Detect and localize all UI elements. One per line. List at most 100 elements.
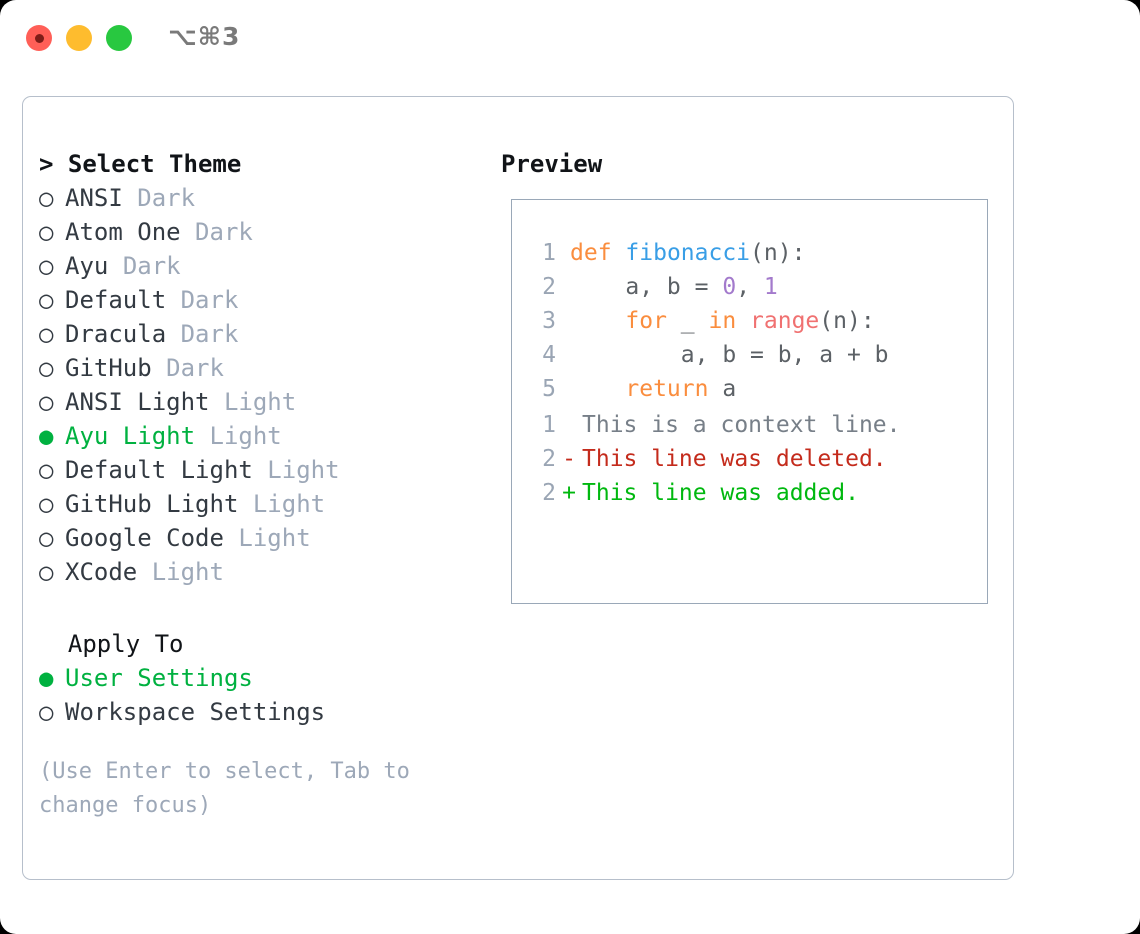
code-line: 1 def fibonacci(n): (526, 236, 889, 270)
apply-to-option-list: ● User Settings ○Workspace Settings (39, 661, 469, 729)
radio-unselected-icon: ○ (39, 698, 54, 726)
diff-sample: 1 This is a context line.2-This line was… (526, 408, 901, 510)
diff-sign-marker (556, 408, 582, 442)
code-line-number: 1 (542, 240, 556, 266)
preview-heading: Preview (501, 150, 603, 178)
theme-option-ansi-light[interactable]: ○ ANSI Light Light (39, 385, 469, 419)
code-line: 2 a, b = 0, 1 (526, 270, 889, 304)
code-token-pl (736, 308, 750, 334)
theme-option-label: GitHub Light (65, 490, 239, 518)
code-line-number: 4 (542, 342, 556, 368)
diff-line-number: 1 (542, 412, 556, 438)
code-line-number: 3 (542, 308, 556, 334)
theme-option-label: Google Code (65, 524, 224, 552)
theme-option-xcode[interactable]: ○ XCode Light (39, 555, 469, 589)
theme-option-tag: Dark (180, 286, 239, 314)
code-token-num: 1 (763, 274, 778, 300)
minimize-window-button[interactable] (66, 25, 92, 51)
code-line-number: 5 (542, 376, 556, 402)
apply-to-heading-text: Apply To (67, 630, 184, 658)
title-bar: ⌥⌘3 (0, 0, 1140, 78)
hint-gap (39, 729, 469, 755)
diff-line-ctx: 1 This is a context line. (526, 408, 901, 442)
theme-option-ayu-light[interactable]: ● Ayu Light Light (39, 419, 469, 453)
theme-option-default[interactable]: ○Default Dark (39, 283, 469, 317)
theme-option-tag: Light (252, 490, 326, 518)
diff-line-text: This line was added. (582, 480, 859, 506)
diff-sign-marker: + (562, 480, 576, 506)
radio-unselected-icon: ○ (39, 252, 54, 280)
theme-option-tag: Dark (122, 252, 181, 280)
close-window-button[interactable] (26, 25, 52, 51)
code-token-pl: , (736, 274, 764, 300)
theme-option-ansi[interactable]: ○ ANSI Dark (39, 181, 469, 215)
main-panel: > Select Theme ○ANSI Dark○Atom One Dark○… (22, 96, 1014, 880)
apply-to-option-workspace-settings[interactable]: ○Workspace Settings (39, 695, 469, 729)
theme-option-label: ANSI (65, 184, 123, 212)
zoom-window-button[interactable] (106, 25, 132, 51)
theme-option-tag: Dark (195, 218, 253, 246)
code-line: 4 a, b = b, a + b (526, 338, 889, 372)
code-token-var: _ (666, 308, 709, 334)
theme-option-label: Default Light (65, 456, 253, 484)
radio-unselected-icon: ○ (39, 286, 54, 314)
diff-line-text: This line was deleted. (582, 446, 887, 472)
code-token-kw: return (625, 376, 709, 402)
theme-option-label: XCode (65, 558, 138, 586)
radio-selected-icon: ● (39, 422, 54, 450)
theme-option-ayu[interactable]: ○ Ayu Dark (39, 249, 469, 283)
radio-unselected-icon: ○ (39, 184, 54, 212)
theme-option-label: Atom One (65, 218, 181, 246)
theme-option-dracula[interactable]: ○ Dracula Dark (39, 317, 469, 351)
theme-option-tag: Light (151, 558, 224, 586)
theme-option-tag: Dark (137, 184, 196, 212)
code-token-var: a, b = (570, 274, 723, 300)
code-token-fn: fibonacci (625, 240, 751, 266)
select-theme-heading: > Select Theme (39, 147, 469, 181)
theme-option-google-code[interactable]: ○ Google Code Light (39, 521, 469, 555)
theme-option-default-light[interactable]: ○ Default Light Light (39, 453, 469, 487)
diff-line-del: 2-This line was deleted. (526, 442, 901, 476)
code-line-number: 2 (542, 274, 556, 300)
radio-unselected-icon: ○ (39, 558, 54, 586)
diff-line-text: This is a context line. (582, 412, 901, 438)
theme-option-github-light[interactable]: ○GitHub Light Light (39, 487, 469, 521)
section-gap (39, 589, 469, 627)
apply-to-option-label: User Settings (65, 664, 253, 692)
theme-option-tag: Light (267, 456, 340, 484)
radio-unselected-icon: ○ (39, 320, 54, 348)
code-token-pl (570, 308, 625, 334)
theme-picker-column: > Select Theme ○ANSI Dark○Atom One Dark○… (39, 147, 469, 823)
radio-unselected-icon: ○ (39, 388, 54, 416)
theme-option-label: Ayu (65, 252, 109, 280)
theme-option-tag: Light (238, 524, 311, 552)
diff-line-number: 2 (542, 446, 556, 472)
theme-option-tag: Dark (180, 320, 239, 348)
code-line: 3 for _ in range(n): (526, 304, 889, 338)
code-token-kw: for (625, 308, 667, 334)
theme-option-tag: Light (209, 422, 282, 450)
radio-unselected-icon: ○ (39, 456, 54, 484)
code-token-kw: def (570, 240, 612, 266)
select-theme-heading-prefix: > (39, 150, 68, 178)
theme-option-github[interactable]: ○GitHub Dark (39, 351, 469, 385)
theme-option-label: Ayu Light (65, 422, 196, 450)
keyboard-hint-text: (Use Enter to select, Tab to change focu… (39, 759, 424, 818)
window-shortcut-label: ⌥⌘3 (168, 22, 241, 51)
code-token-pl (612, 240, 626, 266)
code-token-bi: range (750, 308, 820, 334)
code-token-pl: (n): (750, 240, 806, 266)
theme-option-label: Dracula (65, 320, 167, 348)
apply-to-option-user-settings[interactable]: ● User Settings (39, 661, 469, 695)
code-token-var: a, b = b, a + b (570, 342, 889, 368)
theme-option-atom-one[interactable]: ○Atom One Dark (39, 215, 469, 249)
code-token-var: a (708, 376, 737, 402)
theme-option-label: ANSI Light (65, 388, 210, 416)
radio-unselected-icon: ○ (39, 354, 54, 382)
radio-unselected-icon: ○ (39, 524, 54, 552)
radio-selected-icon: ● (39, 664, 54, 692)
theme-option-tag: Light (223, 388, 297, 416)
